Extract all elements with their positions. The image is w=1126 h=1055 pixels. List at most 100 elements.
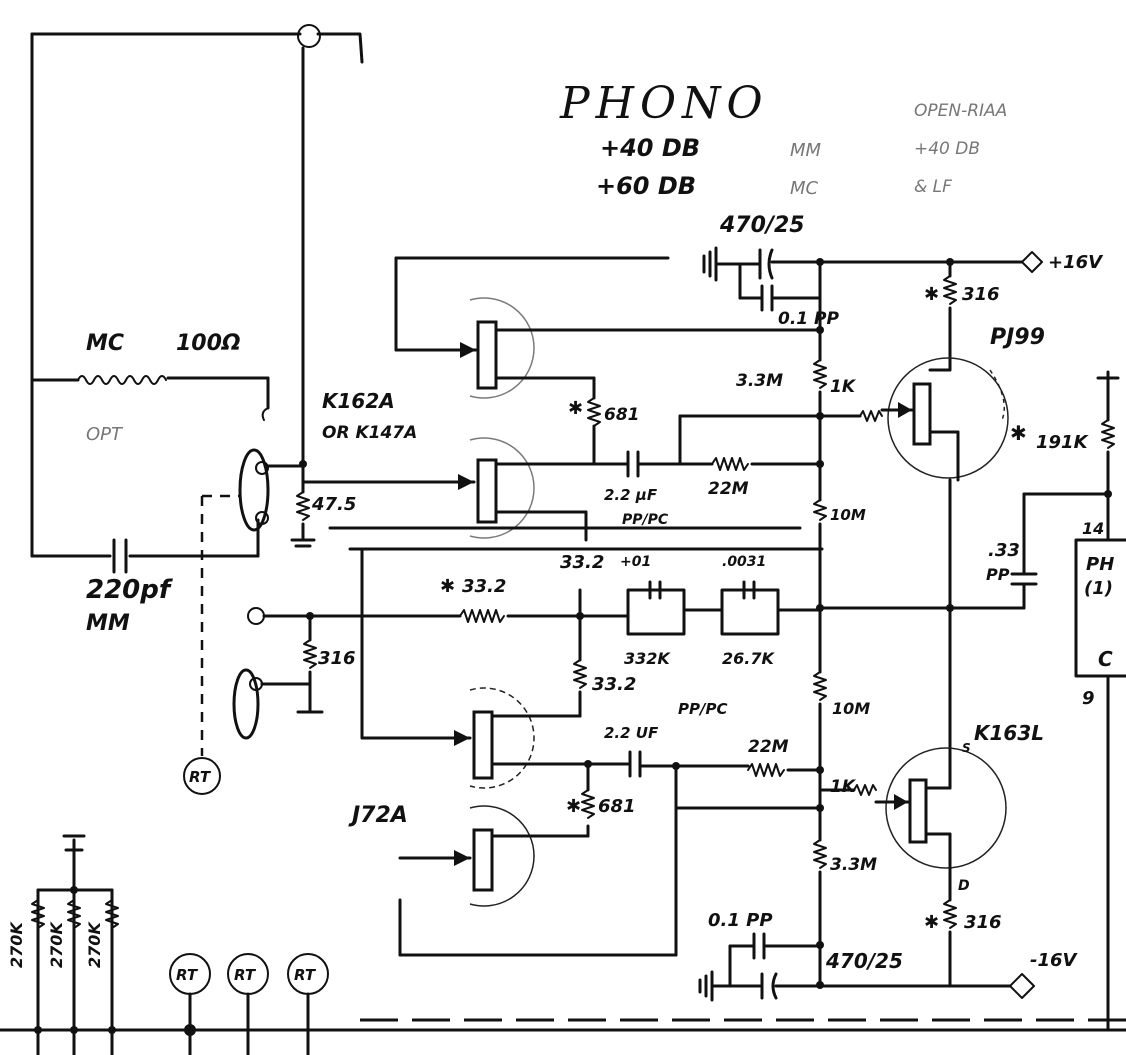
notes-right3: & LF — [914, 177, 952, 197]
q-out-bottom-label: K163L — [974, 721, 1044, 745]
r-10m-top-label: 10M — [830, 506, 866, 524]
mc-resistor — [77, 375, 167, 385]
pj99-gate-body — [912, 382, 932, 446]
rt-points: RT RT RT RT — [169, 750, 329, 1055]
r-22m-top: 22M — [678, 414, 822, 499]
notes-line2: +60 DB — [596, 172, 696, 200]
ic-pin-top: 14 — [1082, 519, 1104, 538]
r-gate2: 681 ✱ — [566, 762, 636, 819]
rail-pos-label: +16V — [1048, 252, 1104, 273]
riaa-network: 33.2 ✱ +01 .0031 332K 26.7K 33.2 33.2 — [247, 552, 822, 718]
rail-neg-label: -16V — [1030, 950, 1079, 971]
ic-sub: (1) — [1084, 578, 1113, 599]
c-couple2-label: 2.2 UF — [604, 724, 659, 742]
ic-ph1: 14 PH (1) C 9 — [1074, 519, 1126, 1032]
r-191k: 191K ✱ — [1010, 370, 1120, 542]
jfet-mid-gate-body — [476, 458, 498, 524]
c-sup-bot-label: 470/25 — [825, 949, 903, 973]
rt2-label: RT — [176, 966, 199, 984]
fet-output-bottom: 1K K163L S D 316 ✱ — [818, 721, 1044, 988]
q-in-top-label: K162A — [322, 389, 395, 413]
r-316-bot-star: ✱ — [924, 912, 939, 933]
ic-label: PH — [1086, 554, 1114, 575]
notes-line2-tag: MC — [790, 178, 819, 199]
r-10m-bot-label: 10M — [832, 699, 870, 718]
r-riaa1-label: 332K — [624, 649, 671, 668]
notes-line1-tag: MM — [790, 140, 822, 161]
r-riaa2-label: 26.7K — [722, 649, 775, 668]
r-191k-star: ✱ — [1010, 421, 1027, 445]
selector-switch-terminal[interactable] — [297, 24, 321, 48]
jfet-input-top — [394, 256, 822, 400]
r-1k-top-label: 1K — [830, 377, 857, 397]
pin-d-label: D — [958, 878, 970, 894]
bias1-label: 270K — [7, 921, 26, 968]
r-191k-label: 191K — [1036, 432, 1090, 453]
out-terminal[interactable] — [247, 607, 265, 625]
r-316-top-star: ✱ — [924, 284, 939, 305]
c-sup-top-bypass-label: 0.1 PP — [778, 309, 839, 329]
notes-right1: OPEN-RIAA — [914, 101, 1007, 121]
r-3m3-top-label: 3.3M — [736, 371, 783, 391]
r-gate1-star: ✱ — [568, 398, 583, 419]
cartridge-input — [200, 448, 305, 750]
opt-label: OPT — [86, 424, 124, 445]
mm-label: MM — [86, 611, 130, 636]
c-couple2: 2.2 UF PP/PC 22M — [604, 700, 822, 957]
r-22m-bot-label: 22M — [748, 737, 789, 757]
r-fb2-label: 33.2 — [560, 552, 604, 573]
q-in-bottom-label: J72A — [348, 803, 408, 828]
r-316-fb: 316 — [232, 614, 356, 740]
bottom-bus: 270K 270K 270K — [0, 834, 1126, 1055]
mc-label: MC — [86, 331, 124, 356]
mc-res-label: 100Ω — [176, 331, 241, 356]
input-resistor-47.5: 47.5 — [290, 464, 356, 548]
supply-bottom: 0.1 PP 470/25 -16V — [698, 910, 1079, 1002]
q-out-top-label: PJ99 — [990, 325, 1045, 350]
c-couple2-tag: PP/PC — [678, 700, 727, 718]
c-riaa2-label: .0031 — [722, 554, 766, 570]
notes-line1: +40 DB — [600, 134, 700, 162]
r-316-fb-label: 316 — [318, 648, 356, 669]
r-22m-top-label: 22M — [708, 479, 749, 499]
rt1-label: RT — [189, 768, 212, 786]
r-in-label: 47.5 — [311, 494, 356, 515]
ic-c: C — [1098, 647, 1113, 671]
r-gate1: 681 ✱ — [568, 397, 640, 466]
notes-right2: +40 DB — [914, 139, 980, 159]
r-1k-bot-label: 1K — [830, 777, 857, 797]
jfet-input-mid: K162A OR K147A — [301, 389, 630, 542]
output-node: .33 PP — [818, 478, 1112, 752]
pin-s-label: S — [962, 741, 971, 755]
q-in-alt-label: OR K147A — [322, 423, 417, 443]
mm-input-branch: 220pf MM — [30, 518, 260, 636]
selector-loop — [30, 24, 364, 558]
k163l-gate-body — [908, 778, 928, 844]
supply-top: 470/25 0.1 PP +16V — [702, 213, 1104, 329]
r-fb1-label: 33.2 — [462, 576, 506, 597]
r-gate2-label: 681 — [598, 796, 636, 817]
c-sup-bot-bypass-label: 0.1 PP — [708, 910, 773, 931]
jfet-j72-gate-body — [472, 828, 494, 892]
r-gate2-star: ✱ — [566, 796, 581, 817]
c-out-tag: PP — [986, 565, 1010, 584]
jfet-bot-gate-body — [472, 710, 494, 780]
rt4-label: RT — [294, 966, 317, 984]
jfet-top-gate-body — [476, 320, 498, 390]
mc-input-branch: MC 100Ω OPT — [30, 331, 270, 445]
r-fb1-star: ✱ — [440, 576, 455, 597]
header-notes: PHONO +40 DB MM +60 DB MC OPEN-RIAA +40 … — [559, 78, 1007, 200]
r-316-top-label: 316 — [962, 284, 1000, 305]
r-3m3-bot-label: 3.3M — [830, 855, 877, 875]
rt3-label: RT — [234, 966, 257, 984]
center-rail: 3.3M 10M 10M 3.3M — [736, 258, 877, 989]
rail-pos-terminal[interactable] — [1021, 251, 1043, 273]
mm-cap-label: 220pf — [86, 575, 174, 605]
ic-pin-bot: 9 — [1082, 688, 1095, 709]
r-gate1-label: 681 — [604, 405, 640, 425]
rt-test-point-1[interactable] — [183, 757, 221, 795]
c-out-label: .33 — [988, 540, 1020, 561]
c-couple1-label: 2.2 µF — [604, 486, 658, 504]
rail-neg-terminal[interactable] — [1009, 973, 1035, 999]
c-sup-top-label: 470/25 — [719, 213, 805, 238]
